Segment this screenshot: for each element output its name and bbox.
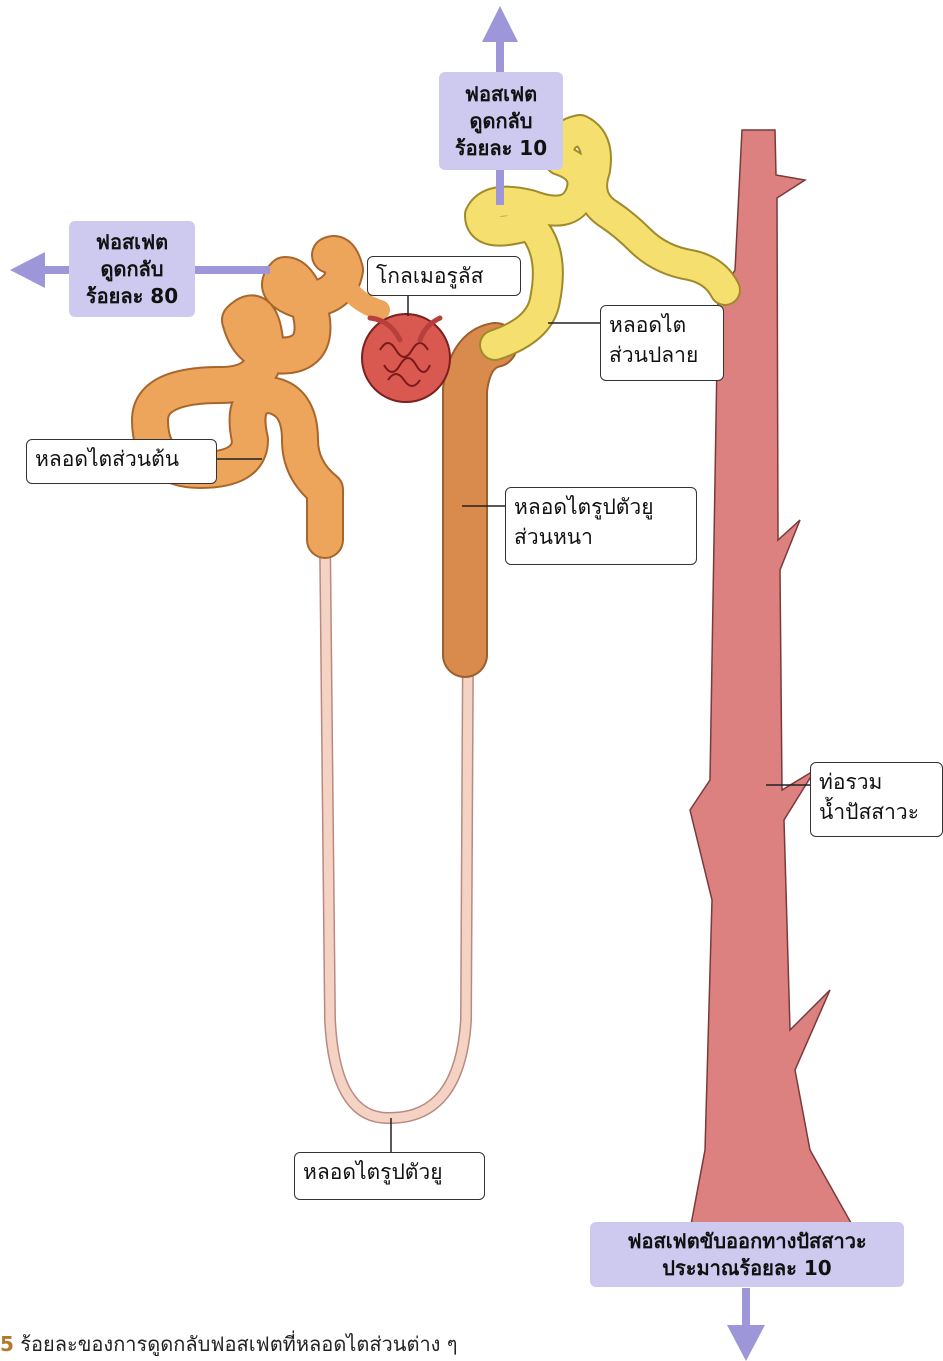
figure-caption: 5 ร้อยละของการดูดกลับฟอสเฟตที่หลอดไตส่วน…	[0, 1328, 458, 1360]
label-thick-loop: หลอดไตรูปตัวยู ส่วนหนา	[505, 487, 697, 565]
glomerulus	[362, 314, 450, 402]
label-collecting-duct: ท่อรวม น้ำปัสสาวะ	[810, 762, 943, 837]
label-glomerulus: โกลเมอรูลัส	[367, 256, 521, 296]
label-distal-tubule: หลอดไต ส่วนปลาย	[600, 305, 724, 381]
reabsorption-distal-box: ฟอสเฟต ดูดกลับ ร้อยละ 10	[439, 72, 563, 170]
excretion-box: ฟอสเฟตขับออกทางปัสสาวะ ประมาณร้อยละ 10	[590, 1222, 904, 1287]
figure-number: 5	[0, 1332, 14, 1356]
arrow-down	[727, 1288, 765, 1361]
label-proximal-tubule: หลอดไตส่วนต้น	[26, 439, 217, 484]
caption-text: ร้อยละของการดูดกลับฟอสเฟตที่หลอดไตส่วนต่…	[14, 1332, 458, 1356]
label-loop-of-henle: หลอดไตรูปตัวยู	[294, 1152, 485, 1200]
reabsorption-proximal-box: ฟอสเฟต ดูดกลับ ร้อยละ 80	[69, 221, 195, 317]
